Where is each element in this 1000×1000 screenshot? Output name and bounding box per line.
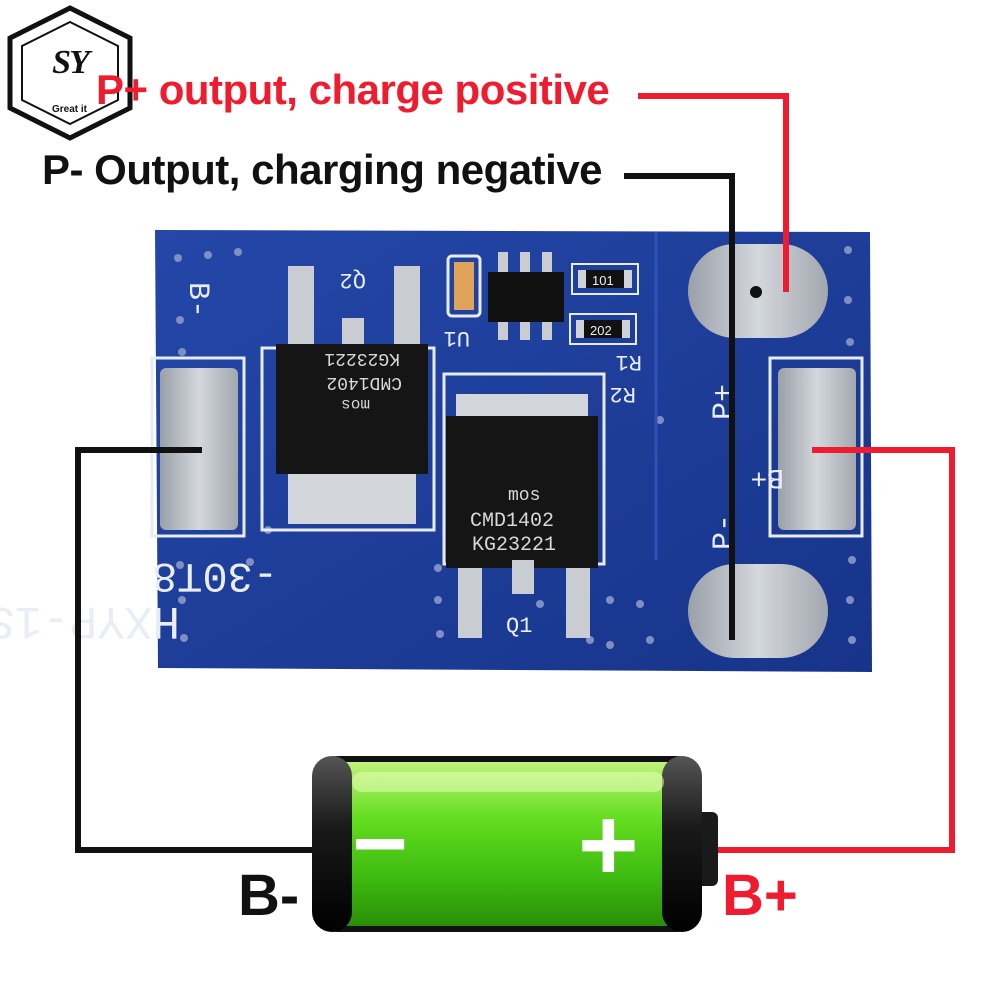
wire-p-plus	[638, 93, 789, 292]
board-label-u1: U1	[444, 325, 470, 350]
board-label-q1: Q1	[506, 614, 532, 639]
label-b-minus: B-	[238, 863, 300, 928]
board-label-r2: R2	[610, 381, 636, 406]
logo-text: SY	[52, 44, 90, 81]
board-model-line1: HXYP-1S	[0, 594, 180, 646]
board-label-p-plus: P+	[708, 384, 742, 420]
board-label-b-plus: B+	[750, 461, 784, 492]
capacitor	[446, 254, 482, 318]
resistor-r1	[571, 263, 639, 295]
q1-part: CMD1402	[470, 510, 554, 533]
board-label-b-minus: B-	[180, 282, 214, 318]
wire-b-minus	[75, 447, 312, 853]
mosfet-q2	[276, 266, 428, 524]
pad-p-minus	[688, 564, 828, 658]
resistor-r2-code: 202	[590, 323, 612, 338]
board-model-line2: -30T8	[152, 551, 278, 599]
board-label-q2: Q2	[340, 267, 366, 292]
q2-part: CMD1402	[326, 372, 402, 392]
board-label-r1: R1	[616, 349, 642, 374]
q2-lot: KG23221	[324, 348, 400, 368]
label-p-plus: P+ output, charge positive	[96, 66, 610, 113]
resistor-r1-code: 101	[592, 273, 614, 288]
board-vias	[174, 246, 856, 649]
board-label-p-minus: P-	[708, 514, 742, 550]
battery-plus-symbol: +	[578, 787, 639, 903]
label-b-plus: B+	[722, 863, 798, 928]
battery-minus-symbol: −	[352, 790, 408, 897]
q1-lot: KG23221	[472, 534, 556, 557]
wire-p-minus	[624, 173, 735, 640]
resistor-r2	[569, 313, 637, 345]
q1-brand: mos	[508, 486, 540, 506]
wire-b-plus	[712, 447, 955, 853]
q2-brand: mos	[341, 395, 370, 413]
ic-u1	[488, 252, 564, 340]
pad-p-plus-dot	[750, 286, 762, 298]
logo-tagline: Great it	[52, 104, 88, 115]
battery: − +	[312, 756, 718, 932]
brand-logo	[7, 5, 133, 141]
mosfet-q1	[446, 394, 598, 638]
label-p-minus: P- Output, charging negative	[42, 146, 603, 193]
